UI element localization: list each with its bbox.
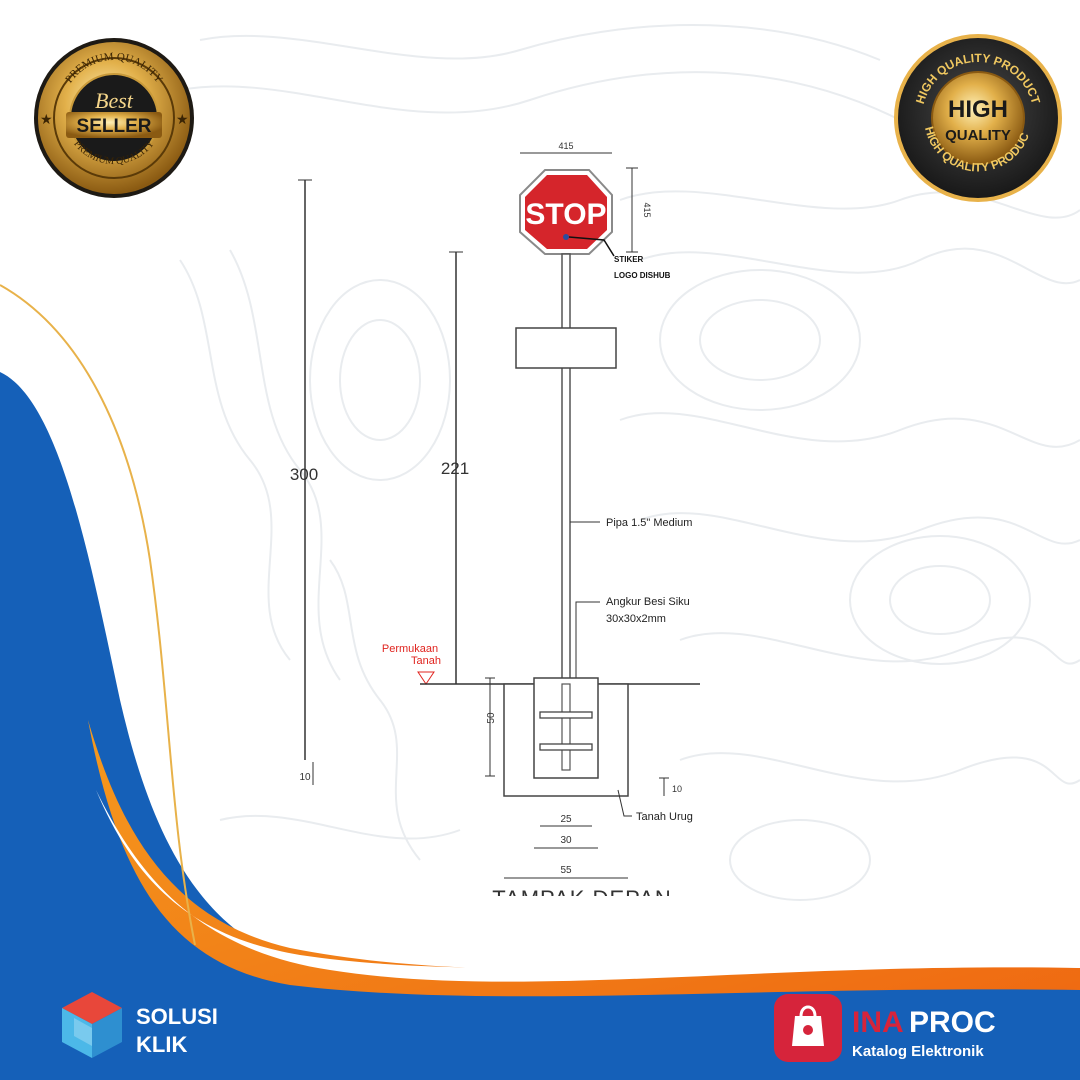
klik-text: KLIK [136,1032,187,1057]
orange-swoosh [88,720,1080,997]
shopping-bag-icon [792,1005,824,1046]
dim-total-height: 300 10 [290,179,318,785]
svg-text:10: 10 [299,772,311,783]
view-title: TAMPAK DEPAN [492,886,671,911]
sticker-callout: STIKER LOGO DISHUB [568,236,671,280]
svg-text:Angkur Besi Siku: Angkur Besi Siku [606,596,690,608]
ground-surface-label: Permukaan Tanah [382,643,441,685]
inaproc-ina: INA [852,1006,904,1039]
dim-inner-width: 25 [540,814,592,827]
svg-text:Tanah: Tanah [411,655,441,667]
stop-sign-text: STOP [525,198,606,231]
star-icon: ★ [40,111,53,127]
dim-right-small: 10 [659,777,682,796]
anchor-bar-lower [539,743,593,751]
svg-text:50: 50 [486,712,497,724]
solusi-klik-logo: SOLUSI KLIK [62,992,218,1058]
stop-sign: STOP [519,169,613,255]
star-icon: ★ [176,111,189,127]
inaproc-subtitle: Katalog Elektronik [852,1043,984,1060]
anchor-callout: Angkur Besi Siku 30x30x2mm [575,596,690,700]
svg-text:LOGO DISHUB: LOGO DISHUB [614,271,671,280]
svg-text:10: 10 [672,784,682,794]
svg-text:STIKER: STIKER [614,255,644,264]
pole [561,253,571,707]
high-quality-line1: HIGH [948,96,1008,123]
sign-drawing: 415 415 STOP STIKER LOGO DISHUB [290,141,700,911]
info-plate [515,327,617,369]
fill-soil-callout: Tanah Urug [617,789,693,823]
svg-text:415: 415 [642,202,652,217]
svg-text:55: 55 [560,865,572,876]
inaproc-logo: INA PROC Katalog Elektronik [774,994,996,1062]
svg-text:Permukaan: Permukaan [382,643,438,655]
svg-text:Pipa 1.5" Medium: Pipa 1.5" Medium [606,517,692,529]
dim-above-ground: 221 [441,251,469,684]
svg-text:25: 25 [560,814,572,825]
best-seller-script: Best [95,88,134,113]
dim-foundation-depth: 50 [485,677,497,777]
svg-text:Tanah Urug: Tanah Urug [636,811,693,823]
svg-text:30x30x2mm: 30x30x2mm [606,613,666,625]
best-seller-badge: PREMIUM QUALITY PREMIUM QUALITY Best SEL… [34,38,194,198]
inaproc-proc: PROC [909,1006,996,1039]
svg-text:30: 30 [560,835,572,846]
svg-text:221: 221 [441,459,469,478]
dim-block-width: 30 [534,835,598,849]
dim-pit-width: 55 [504,865,628,879]
pipe-callout: Pipa 1.5" Medium [570,517,692,529]
high-quality-line2: QUALITY [945,127,1011,144]
svg-text:415: 415 [558,141,573,151]
pole-embedded [561,683,571,771]
dim-sign-width: 415 [520,141,612,154]
white-band [96,790,1080,982]
dim-sign-height: 415 [626,167,652,253]
topographic-background [179,24,1080,901]
solusi-text: SOLUSI [136,1004,218,1029]
best-seller-main: SELLER [77,116,152,137]
gold-line [0,284,196,946]
svg-text:300: 300 [290,465,318,484]
anchor-bar-upper [539,711,593,719]
